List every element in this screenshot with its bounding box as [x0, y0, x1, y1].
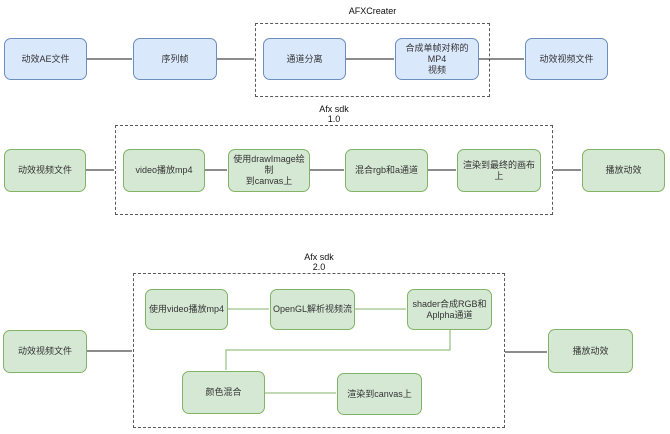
group-title-afx-sdk-1-line1: Afx sdk: [319, 104, 349, 114]
group-title-afx-sdk-1: Afx sdk 1.0: [234, 104, 434, 124]
node-compose-mp4: 合成单帧对称的MP4 视频: [395, 38, 479, 80]
node-render-canvas: 渲染到canvas上: [337, 373, 422, 415]
group-title-afx-sdk-1-line2: 1.0: [327, 114, 341, 124]
node-sequence-frames: 序列帧: [133, 38, 217, 80]
node-video-file-row3: 动效视频文件: [3, 330, 87, 373]
node-opengl-parse: OpenGL解析视频流: [270, 289, 355, 330]
group-frame-afxcreater: [255, 23, 490, 97]
node-ae-file: 动效AE文件: [4, 38, 87, 80]
node-render-final: 渲染到最终的画布上: [457, 149, 541, 192]
group-frame-afx-sdk-1: [115, 125, 553, 215]
group-title-afx-sdk-2: Afx sdk 2.0: [219, 252, 419, 272]
group-frame-afx-sdk-2: [133, 273, 505, 428]
group-title-afx-sdk-2-line2: 2.0: [312, 262, 326, 272]
group-title-afxcreater: AFXCreater: [348, 6, 397, 16]
node-play-row3: 播放动效: [548, 329, 633, 373]
node-draw-image: 使用drawImage绘制 到canvas上: [228, 149, 310, 192]
node-play-row2: 播放动效: [582, 149, 665, 192]
node-shader-compose: shader合成RGB和 Aplpha通道: [407, 289, 492, 330]
node-video-file-row1: 动效视频文件: [525, 38, 608, 80]
node-mix-rgb-a: 混合rgb和a通道: [345, 149, 428, 192]
group-title-afx-sdk-2-line1: Afx sdk: [304, 252, 334, 262]
node-video-play-row3: 使用video播放mp4: [145, 289, 228, 330]
node-color-mix: 颜色混合: [182, 371, 265, 414]
node-channel-split: 通道分离: [263, 38, 346, 80]
node-video-play-row2: video播放mp4: [123, 149, 205, 192]
node-video-file-row2: 动效视频文件: [4, 149, 86, 192]
